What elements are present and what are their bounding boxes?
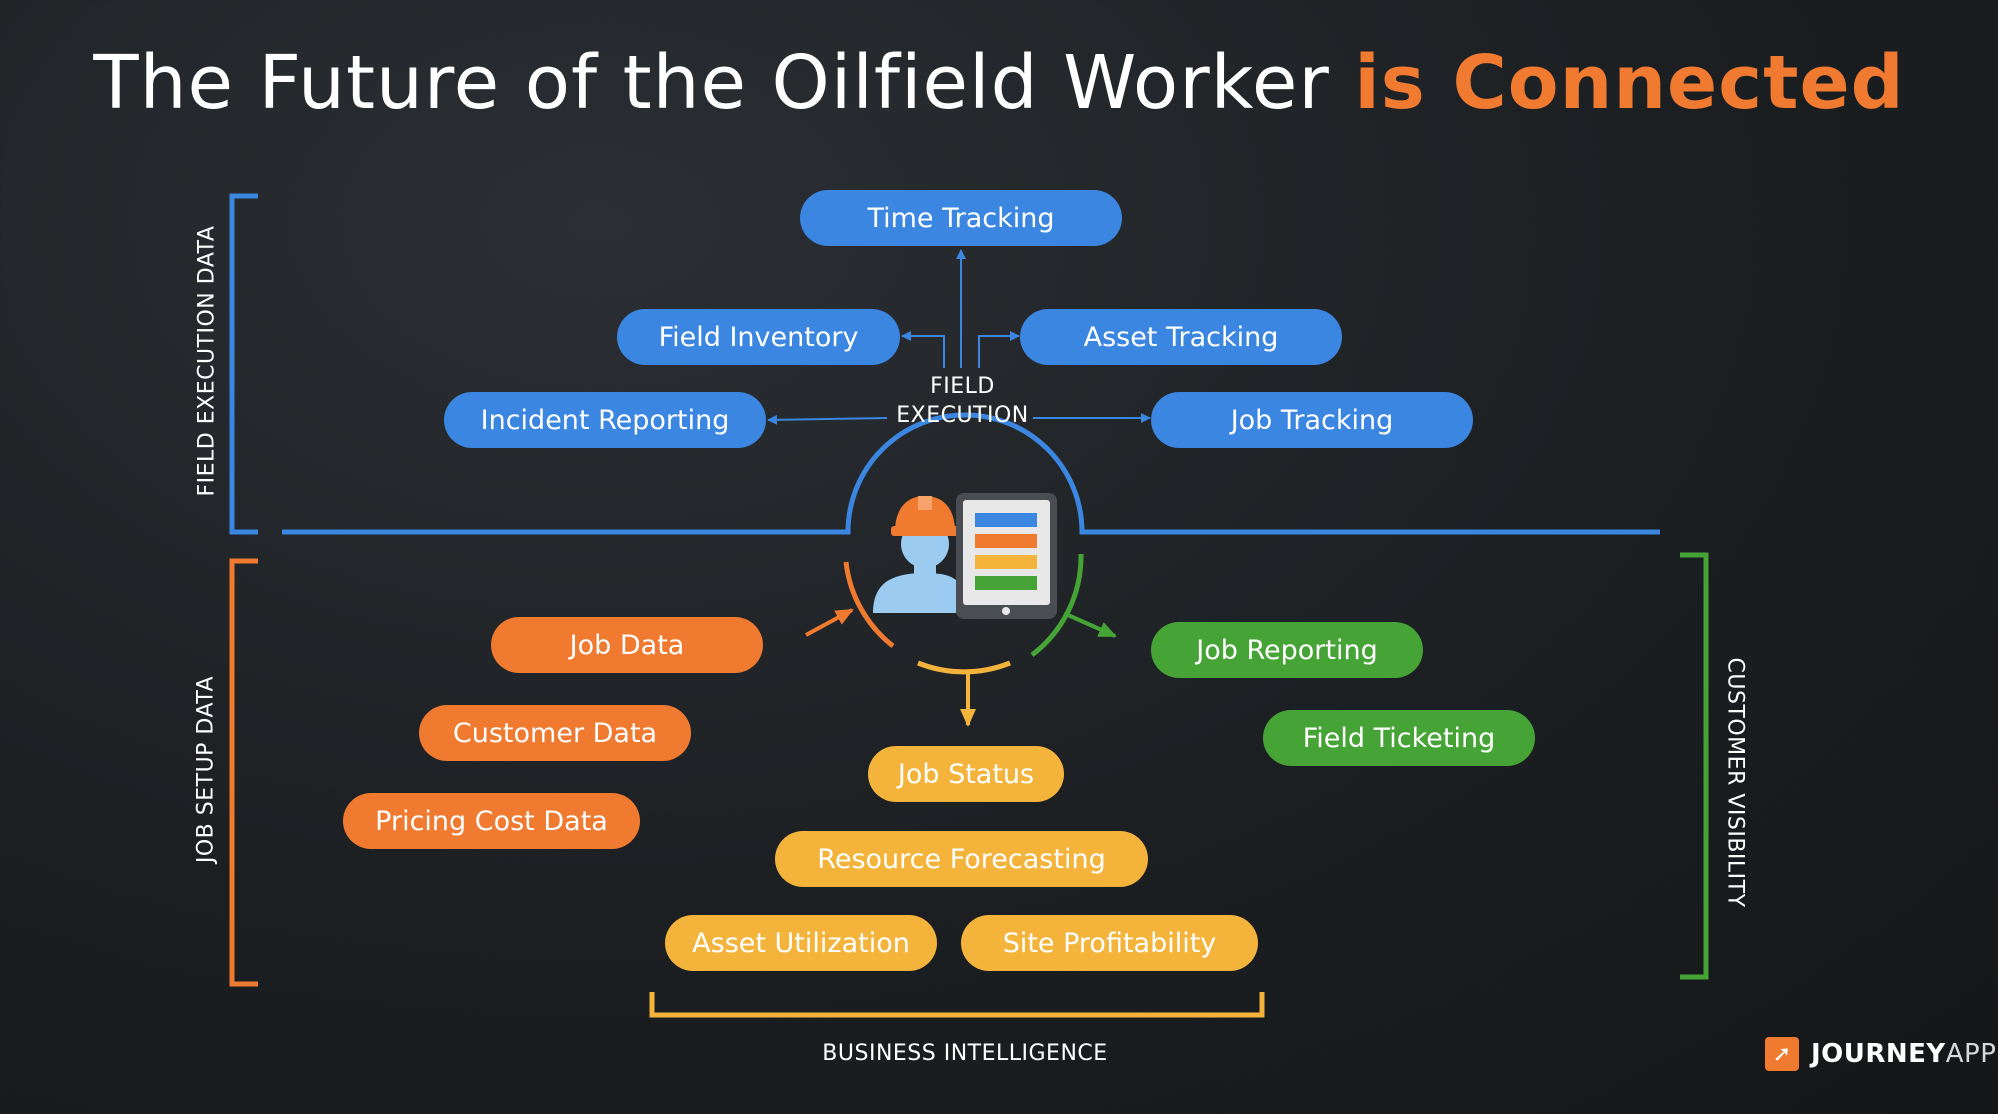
- arrow-field-inventory: [901, 331, 945, 368]
- job-data-pill: Job Data: [491, 617, 763, 673]
- business-intelligence-arc: [917, 660, 1011, 675]
- field-execution-data-label: FIELD EXECUTION DATA: [194, 225, 220, 497]
- arrow-customer-visibility-out: [1067, 613, 1117, 638]
- resource-forecasting-pill: Resource Forecasting: [775, 831, 1148, 887]
- field-ticketing-pill: Field Ticketing: [1263, 710, 1535, 766]
- customer-visibility-bracket: [1680, 552, 1709, 980]
- logo-text-bold: JOURNEY: [1811, 1039, 1946, 1069]
- pricing-cost-data-pill: Pricing Cost Data: [343, 793, 640, 849]
- arrow-asset-tracking: [978, 331, 1020, 368]
- journeyapps-logo: ➚ JOURNEYAPPS: [1765, 1036, 1998, 1072]
- job-tracking-pill: Job Tracking: [1151, 392, 1473, 448]
- asset-tracking-pill: Asset Tracking: [1020, 309, 1342, 365]
- title-highlight: is Connected: [1354, 40, 1905, 126]
- arrow-incident-reporting: [767, 414, 888, 425]
- logo-text: JOURNEYAPPS: [1811, 1039, 1998, 1069]
- business-intelligence-label: BUSINESS INTELLIGENCE: [822, 1041, 1108, 1066]
- title-main: The Future of the Oilfield Worker: [93, 40, 1355, 126]
- asset-utilization-pill: Asset Utilization: [665, 915, 937, 971]
- job-setup-arc: [843, 561, 895, 648]
- rocket-icon: ➚: [1765, 1037, 1799, 1071]
- job-setup-bracket: [229, 558, 258, 987]
- incident-reporting-pill: Incident Reporting: [444, 392, 766, 448]
- business-intelligence-bracket: [649, 992, 1265, 1018]
- arrow-job-setup-in: [805, 608, 854, 637]
- tablet-icon: [956, 493, 1057, 619]
- site-profitability-pill: Site Profitability: [961, 915, 1258, 971]
- logo-text-light: APPS: [1945, 1039, 1998, 1069]
- field-inventory-pill: Field Inventory: [617, 309, 900, 365]
- customer-data-pill: Customer Data: [419, 705, 691, 761]
- worker-icon: [873, 496, 966, 613]
- field-execution-label: FIELD EXECUTION: [880, 372, 1045, 430]
- field-execution-divider: [282, 412, 1660, 535]
- time-tracking-pill: Time Tracking: [800, 190, 1122, 246]
- field-execution-label-line1: FIELD: [930, 374, 995, 399]
- job-status-pill: Job Status: [868, 746, 1064, 802]
- customer-visibility-label: CUSTOMER VISIBILITY: [1722, 657, 1748, 908]
- field-execution-label-line2: EXECUTION: [896, 403, 1029, 428]
- job-setup-data-label: JOB SETUP DATA: [193, 675, 219, 864]
- job-reporting-pill: Job Reporting: [1151, 622, 1423, 678]
- page-title: The Future of the Oilfield Worker is Con…: [0, 40, 1998, 126]
- field-execution-bracket: [229, 193, 258, 535]
- customer-visibility-arc: [1030, 553, 1084, 657]
